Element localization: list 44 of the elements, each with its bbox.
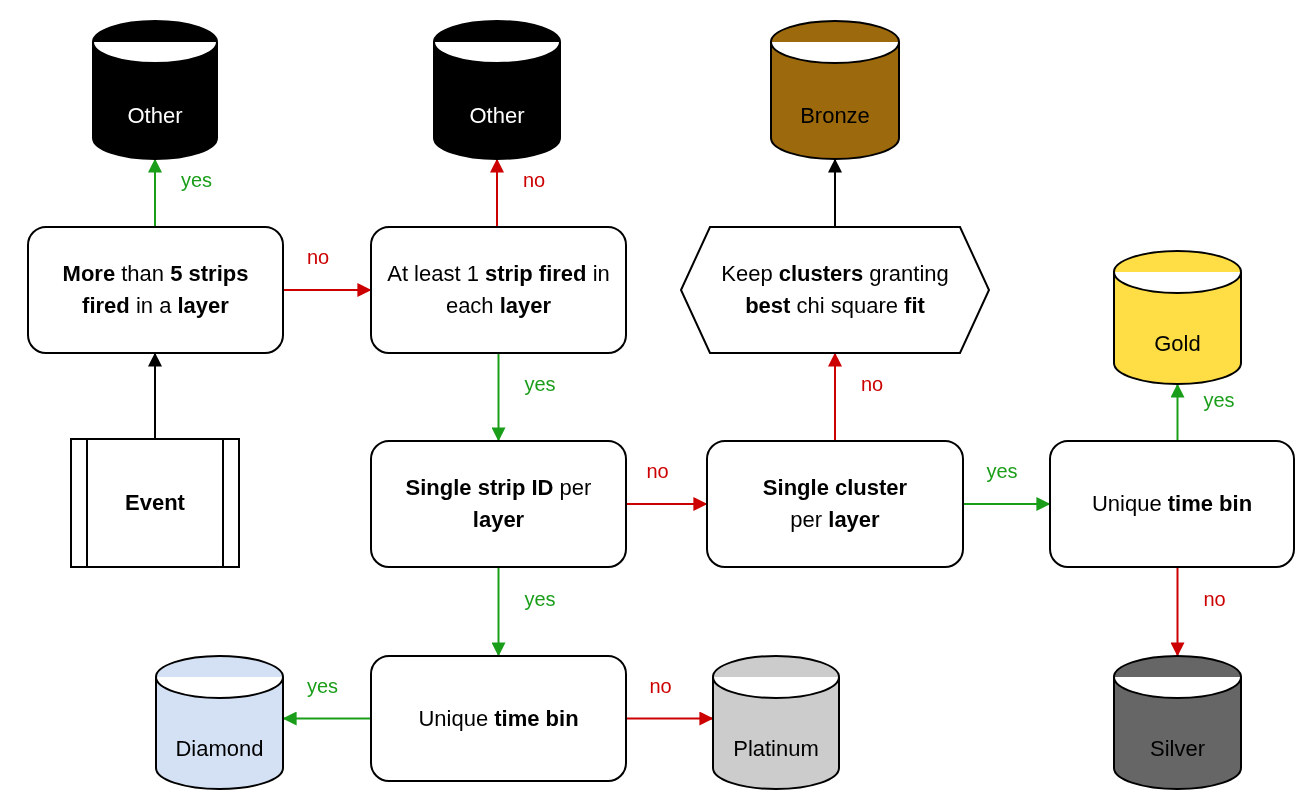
arrow xyxy=(626,711,714,726)
arrow xyxy=(148,158,162,227)
arrow xyxy=(828,158,842,227)
database-cylinder xyxy=(155,655,284,790)
node-label: Event xyxy=(125,489,185,517)
node-label: Single cluster per layer xyxy=(761,474,909,534)
node-label: Bronze xyxy=(800,102,870,130)
node-label: More than 5 strips fired in a layer xyxy=(61,260,250,320)
node-label: Unique time bin xyxy=(1091,490,1253,518)
node-label: Other xyxy=(469,102,525,130)
database-cylinder xyxy=(1113,655,1242,790)
decision-box xyxy=(1049,440,1295,568)
arrow xyxy=(490,158,504,227)
node-label: Gold xyxy=(1154,329,1201,358)
decision-box xyxy=(27,226,284,354)
arrow xyxy=(491,567,506,657)
decision-box xyxy=(370,440,627,568)
database-cylinder xyxy=(1113,250,1242,385)
event-box xyxy=(70,438,240,568)
node-label: Keep clusters granting best chi square fit xyxy=(720,260,950,320)
node-label: Diamond xyxy=(175,734,264,763)
arrow xyxy=(282,711,371,726)
arrow xyxy=(626,497,708,511)
decision-box xyxy=(706,440,964,568)
arrow xyxy=(1170,567,1185,657)
database-cylinder xyxy=(433,20,561,160)
database-cylinder xyxy=(92,20,218,160)
arrow xyxy=(283,283,372,297)
node-label: Silver xyxy=(1150,734,1205,763)
decision-box xyxy=(370,655,627,782)
node-label: Single strip ID per layer xyxy=(404,474,593,534)
database-cylinder xyxy=(770,20,900,160)
node-label: Other xyxy=(127,102,183,130)
database-cylinder xyxy=(712,655,840,790)
arrow xyxy=(963,497,1051,511)
node-label: At least 1 strip fired in each layer xyxy=(386,260,611,320)
node-label: Platinum xyxy=(733,734,819,763)
node-label: Unique time bin xyxy=(418,704,579,733)
arrow xyxy=(491,353,506,442)
arrow xyxy=(148,352,162,439)
arrow xyxy=(1170,383,1185,441)
process-hexagon xyxy=(680,226,990,354)
arrow xyxy=(828,352,842,441)
decision-box xyxy=(370,226,627,354)
